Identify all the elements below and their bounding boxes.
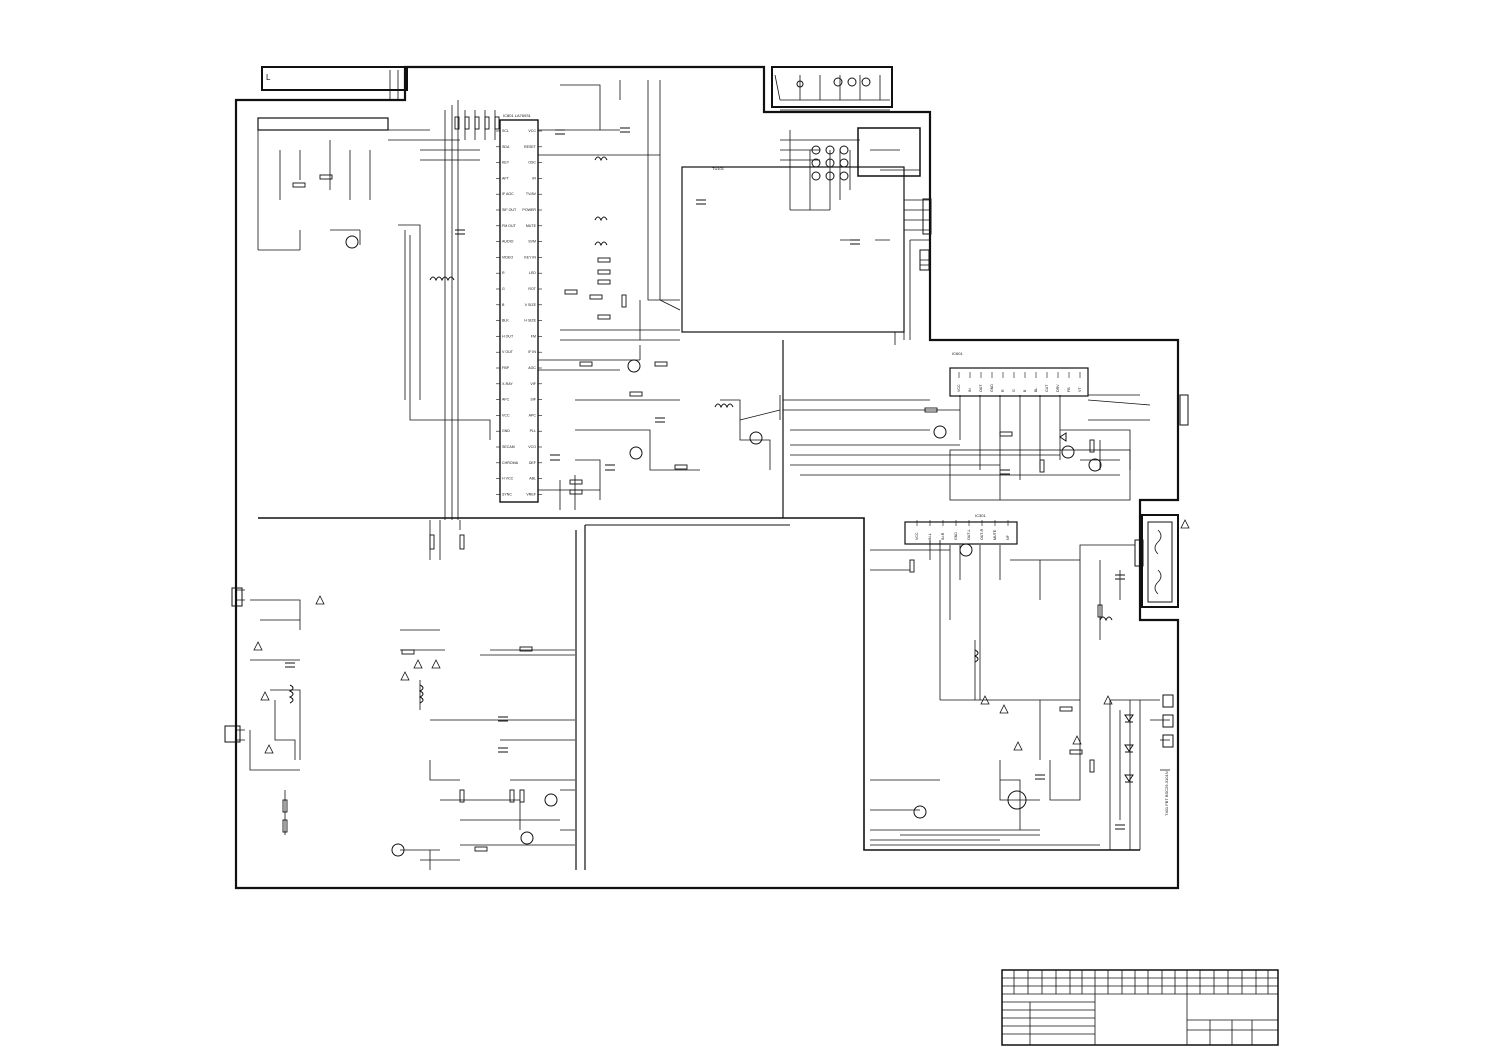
main-ic-right-pins: VCC RESET OSC IR TV/AV POWER MUTE SVM KEY IN LED R…: [496, 129, 537, 496]
audio-ic-pin-7: MUTE: [993, 529, 997, 540]
video-ic-pin-6: G: [1012, 389, 1016, 392]
video-ic-pin-10: DRV: [1056, 384, 1060, 392]
main-ic-pin-left-11: G: [502, 287, 505, 291]
main-ic-pin-right-5: TV/AV: [526, 192, 537, 196]
video-ic-pin-4: GND: [990, 384, 994, 392]
main-ic-pin-right-20: PLL: [530, 429, 536, 433]
main-ic-pin-right-11: ROT: [528, 287, 536, 291]
av-jack-box: [771, 66, 893, 108]
tuner-module: [681, 166, 905, 333]
main-ic-pin-right-9: KEY IN: [524, 255, 536, 259]
internal-divider: [258, 517, 1140, 851]
video-ic-pin-5: R: [1001, 389, 1005, 392]
audio-ic-pin-2: IN-L: [928, 533, 932, 540]
deflection-coil: [1147, 521, 1173, 603]
main-ic-pin-left-24: SYNC: [502, 492, 512, 496]
audio-ic-pin-6: OUT-R: [980, 528, 984, 540]
main-ic-pin-left-14: H OUT: [502, 334, 514, 338]
main-ic-pin-left-3: KEY: [502, 161, 510, 165]
speaker-connector: [1141, 514, 1179, 608]
fbt-ref: T401 FBT BSC29-3101N: [1164, 771, 1169, 816]
video-ic-pin-1: VCC: [957, 384, 961, 392]
header-box: [261, 66, 408, 91]
audio-ic-ref: IC301: [975, 513, 986, 518]
audio-ic-pins: VCC IN-L IN-R GND OUT-L OUT-R MUTE NF: [915, 520, 1010, 540]
video-ic-ref: IC601: [952, 351, 963, 356]
main-ic-pin-left-17: X-RAY: [502, 382, 513, 386]
main-ic-left-pins: SCL SDA KEY AFT IF AGC SIF OUT FM OUT AUDIO VIDE…: [502, 129, 542, 496]
main-ic-pin-right-3: OSC: [528, 161, 536, 165]
av-input-panel: [857, 127, 921, 177]
main-ic-pin-right-17: VIF: [530, 382, 536, 386]
audio-ic-pin-5: OUT-L: [967, 529, 971, 540]
main-ic-pin-right-16: AGC: [528, 366, 536, 370]
main-ic-pin-right-4: IR: [532, 176, 536, 180]
main-ic-pin-right-23: ABL: [529, 477, 536, 481]
main-ic-pin-left-15: V OUT: [502, 350, 514, 354]
video-ic-pin-9: CUT: [1045, 384, 1049, 392]
main-ic-pin-right-12: V SIZE: [525, 303, 537, 307]
main-ic-pin-right-15: IF IN: [528, 350, 536, 354]
title-block: [1001, 969, 1279, 1046]
main-ic-ref: IC801 LA76931: [503, 113, 532, 118]
audio-ic-pin-1: VCC: [915, 532, 919, 540]
main-ic-pin-left-7: FM OUT: [502, 224, 517, 228]
main-ic-pin-right-1: VCC: [528, 129, 536, 133]
main-ic-pin-right-2: RESET: [524, 145, 537, 149]
main-ic-pin-left-1: SCL: [502, 129, 509, 133]
audio-ic-pin-3: IN-R: [941, 532, 945, 540]
main-ic-pin-right-22: DEF: [529, 461, 537, 465]
tuner-ref: TU101: [712, 166, 725, 171]
main-ic-pin-left-21: SECAM: [502, 445, 515, 449]
main-ic-pin-left-19: VCC: [502, 413, 510, 417]
video-ic-pins: VCC IN OUT GND R G B BL CUT DRV FB VT: [957, 372, 1082, 392]
main-ic-pin-left-8: AUDIO: [502, 240, 514, 244]
main-ic-pin-right-21: VCO: [528, 445, 536, 449]
main-ic-pin-left-12: B: [502, 303, 505, 307]
main-ic-pin-left-20: GND: [502, 429, 510, 433]
header-box-label: L: [266, 73, 271, 82]
main-ic-pin-right-7: MUTE: [526, 224, 537, 228]
main-ic-pin-left-6: SIF OUT: [502, 208, 517, 212]
video-ic-pin-7: B: [1023, 389, 1027, 392]
main-board-outline: [234, 65, 1180, 890]
main-ic-pin-right-8: SVM: [528, 240, 536, 244]
main-ic-pin-right-10: LED: [529, 271, 536, 275]
main-ic-pin-right-14: FM: [531, 334, 536, 338]
main-ic-pin-left-2: SDA: [502, 145, 510, 149]
main-ic-pin-left-23: H VCC: [502, 477, 514, 481]
video-ic-pin-3: OUT: [979, 384, 983, 392]
video-ic-body: [949, 367, 1089, 397]
main-ic-pin-left-16: FBP: [502, 366, 510, 370]
left-ic-body: [257, 117, 389, 131]
main-ic-pin-left-10: R: [502, 271, 505, 275]
video-ic-pin-11: FB: [1067, 387, 1071, 392]
video-ic-pin-12: VT: [1078, 387, 1082, 392]
internal-divider-3: [575, 525, 586, 870]
main-ic-pin-right-18: SIF: [530, 398, 536, 402]
video-ic-pin-2: IN: [968, 388, 972, 392]
video-ic-pin-8: BL: [1034, 388, 1038, 392]
main-ic-pin-right-13: H SIZE: [524, 319, 536, 323]
main-ic-body: [499, 119, 539, 503]
audio-ic-pin-4: GND: [954, 532, 958, 540]
main-ic-pin-left-22: CHROMA: [502, 461, 519, 465]
audio-ic-pin-8: NF: [1006, 534, 1010, 540]
main-ic-pin-right-19: APC: [529, 413, 537, 417]
audio-ic-body: [904, 521, 1018, 545]
main-ic-pin-left-9: VIDEO: [502, 255, 513, 259]
main-ic-pin-left-4: AFT: [502, 176, 510, 180]
main-ic-pin-left-13: BLK: [502, 319, 509, 323]
main-ic-pin-left-18: AFC: [502, 398, 510, 402]
main-ic-pin-right-24: VREF: [526, 492, 536, 496]
main-ic-pin-left-5: IF AGC: [502, 192, 514, 196]
main-ic-pin-right-6: POWER: [522, 208, 536, 212]
